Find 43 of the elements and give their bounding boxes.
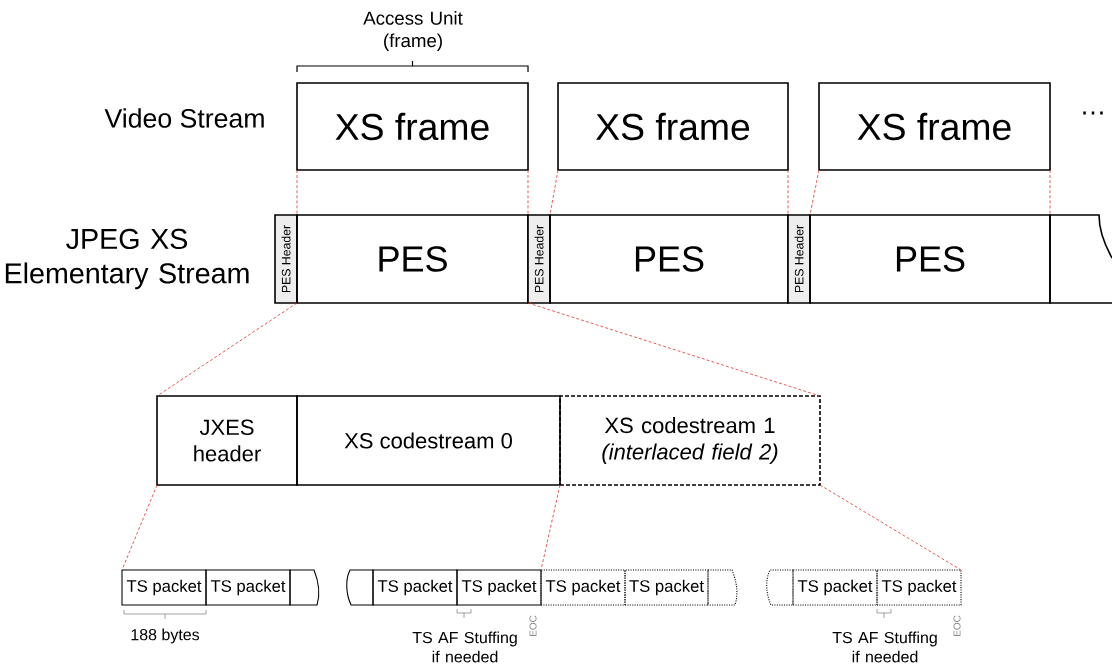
connector-line bbox=[549, 169, 559, 216]
packet-box: TS packet bbox=[792, 569, 878, 606]
truncated-box bbox=[1049, 214, 1112, 304]
connector-line bbox=[121, 484, 158, 571]
row-label: Video Stream bbox=[104, 108, 264, 128]
connector-line bbox=[527, 302, 821, 397]
truncated-box bbox=[346, 569, 374, 606]
note: TS AF Stuffing if needed bbox=[412, 631, 517, 663]
row-label: JPEG XS Elementary Stream bbox=[5, 228, 249, 290]
dimension-label: 188 bytes bbox=[131, 628, 200, 644]
connector-line bbox=[156, 302, 298, 397]
frame-box: XS frame bbox=[557, 82, 789, 171]
header-box: PES Header bbox=[787, 214, 811, 304]
connector-line bbox=[296, 169, 298, 216]
connector-line bbox=[527, 169, 529, 216]
truncated-box bbox=[707, 569, 738, 606]
connector-line bbox=[1049, 169, 1051, 216]
connector-line bbox=[809, 169, 820, 216]
truncated-box bbox=[289, 569, 320, 606]
packet-box: TS packet bbox=[205, 569, 291, 606]
connector-line bbox=[819, 484, 962, 571]
connector-line bbox=[787, 169, 789, 216]
packet-box: TS packet bbox=[121, 569, 207, 606]
packet-box: TS packet bbox=[624, 569, 709, 606]
bracket-label: Access Unit (frame) bbox=[363, 11, 463, 51]
ellipsis: … bbox=[1083, 111, 1103, 115]
packet-box: TS packet bbox=[540, 569, 626, 606]
segment-box: XS codestream 1 (interlaced field 2) bbox=[559, 395, 821, 486]
packet-box: TS packet bbox=[876, 569, 962, 606]
note: TS AF Stuffing if needed bbox=[832, 631, 937, 663]
packet-box: TS packet bbox=[372, 569, 458, 606]
pes-box: PES bbox=[809, 214, 1051, 304]
packet-box: TS packet bbox=[456, 569, 542, 606]
segment-box: XS codestream 0 bbox=[296, 395, 561, 486]
segment-box: JXES header bbox=[156, 395, 298, 486]
header-box: PES Header bbox=[527, 214, 551, 304]
connector-line bbox=[540, 484, 561, 571]
frame-box: XS frame bbox=[818, 82, 1051, 171]
eoc-label: EOC bbox=[529, 615, 537, 636]
header-box: PES Header bbox=[274, 214, 298, 304]
frame-box: XS frame bbox=[296, 82, 529, 171]
truncated-box bbox=[766, 569, 794, 606]
eoc-label: EOC bbox=[953, 615, 961, 636]
